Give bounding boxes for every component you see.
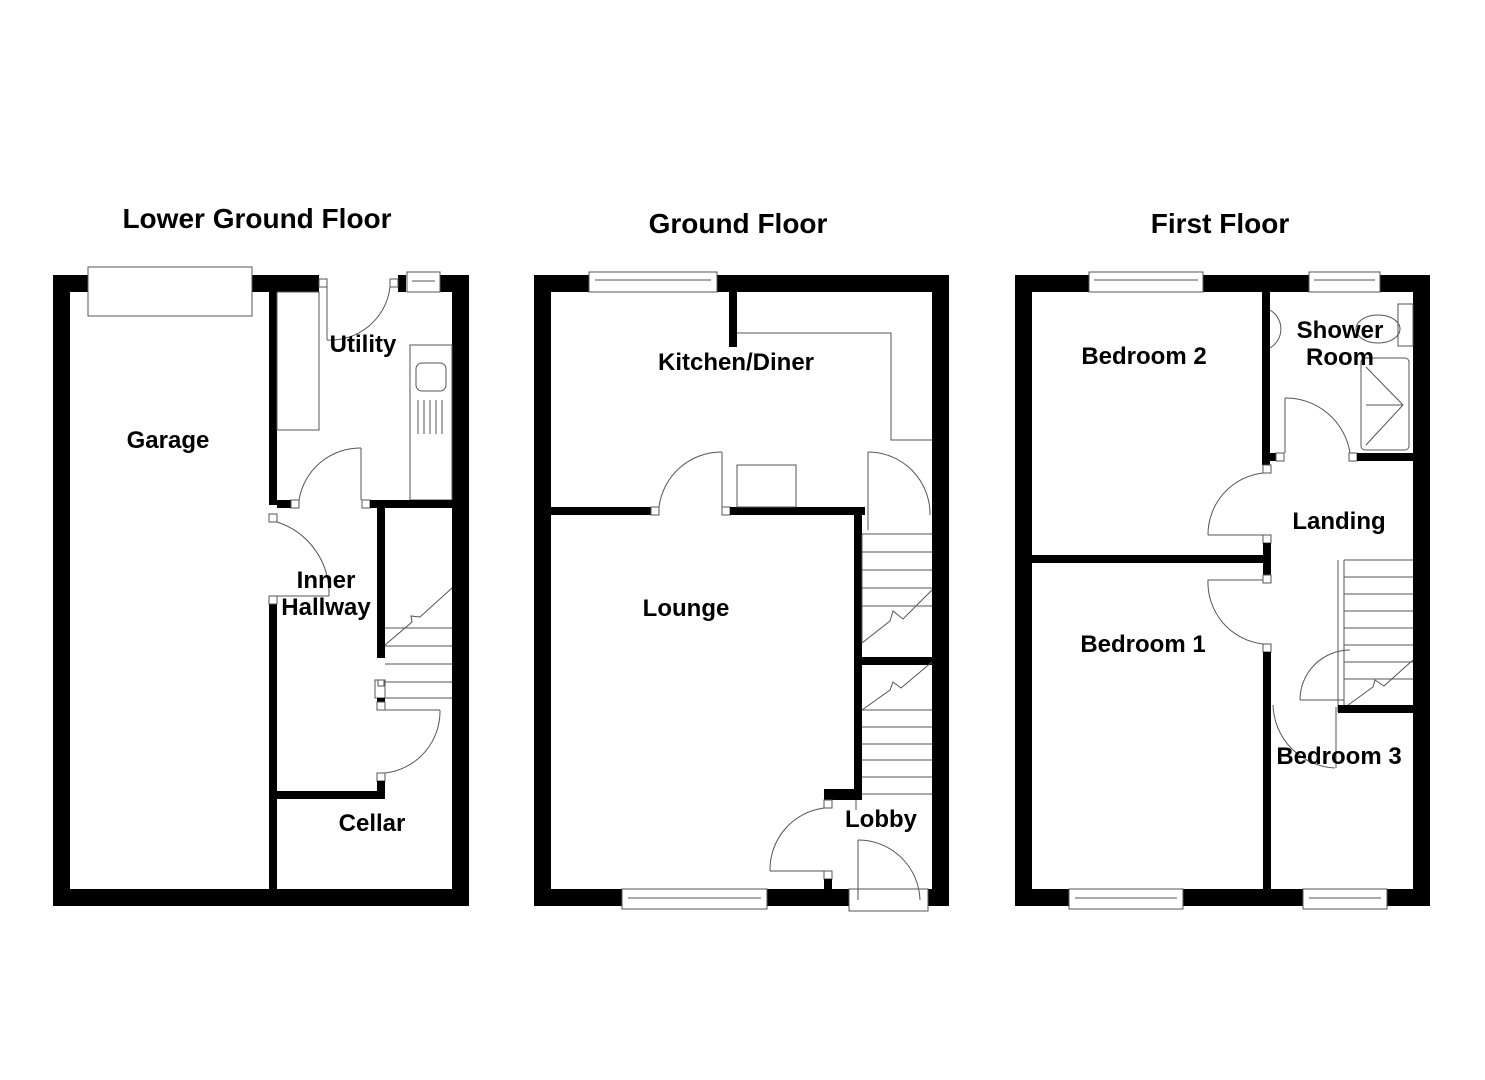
room-label-garage: Garage (126, 427, 210, 454)
window-icon (1088, 271, 1204, 293)
room-label-bedroom-3: Bedroom 3 (1276, 743, 1402, 770)
room-label-bedroom-1: Bedroom 1 (1080, 631, 1206, 658)
room-label-lounge: Lounge (642, 595, 730, 622)
room-label-inner-hallway: Inner Hallway (281, 567, 371, 621)
room-label-shower-room: Shower Room (1296, 317, 1384, 371)
lower-ground-floor-plan (53, 266, 469, 906)
first-floor-plan (1015, 271, 1430, 910)
room-label-kitchen-diner: Kitchen/Diner (657, 349, 815, 376)
toilet-icon (1355, 314, 1401, 344)
sink-icon (415, 362, 447, 392)
floor-title-first: First Floor (1150, 208, 1290, 239)
window-icon (1068, 888, 1184, 910)
window-icon (406, 271, 441, 293)
ground-floor-plan (534, 271, 949, 912)
window-icon (588, 271, 718, 293)
window-icon (1308, 271, 1381, 293)
window-icon (621, 888, 768, 910)
room-label-lobby: Lobby (845, 806, 917, 833)
shower-tray-icon (1360, 357, 1410, 451)
room-label-bedroom-2: Bedroom 2 (1081, 343, 1207, 370)
floor-title-lower-ground: Lower Ground Floor (122, 203, 392, 234)
garage-door-icon (87, 266, 253, 317)
floor-title-ground: Ground Floor (648, 208, 828, 239)
room-label-utility: Utility (329, 331, 397, 358)
room-label-landing: Landing (1292, 508, 1386, 535)
window-icon (1302, 888, 1388, 910)
front-door-icon (848, 888, 929, 912)
room-label-cellar: Cellar (338, 810, 406, 837)
basin-icon (1269, 309, 1282, 349)
